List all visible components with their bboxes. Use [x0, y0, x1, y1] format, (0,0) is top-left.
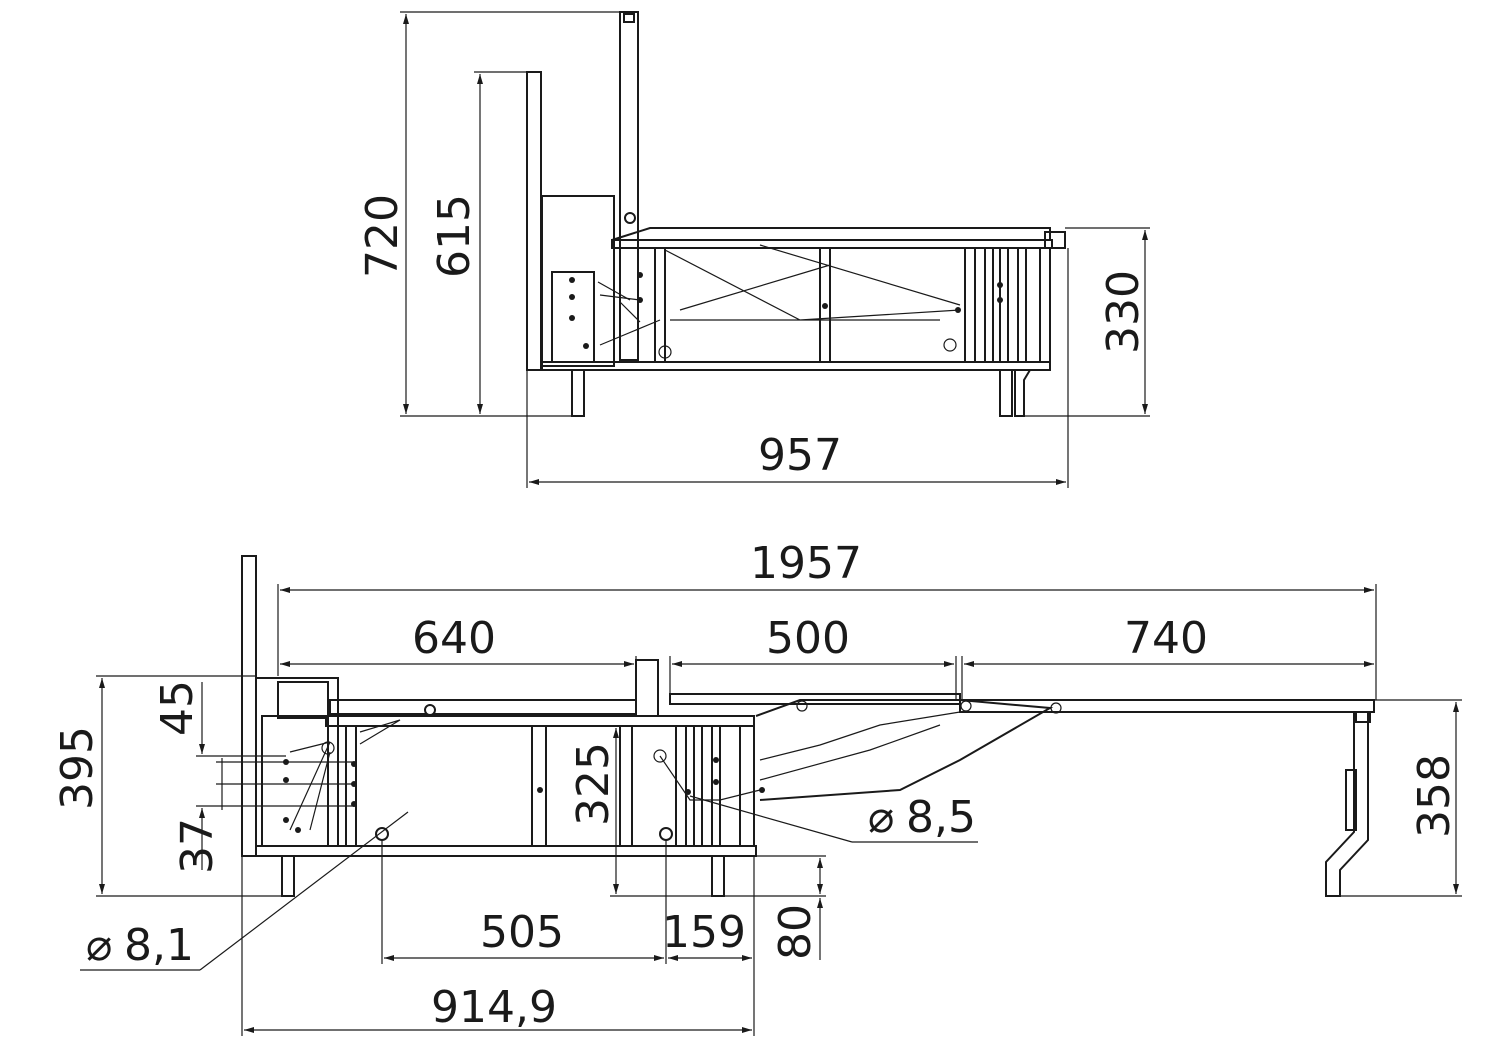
- dim-seat-height: 330: [1098, 270, 1149, 354]
- pivot-bolt: [624, 212, 636, 224]
- dim-frame-height: 395: [52, 726, 103, 810]
- dim-back-height: 615: [429, 194, 480, 278]
- dim-overall-height: 720: [357, 194, 408, 278]
- rear-post: [526, 71, 542, 371]
- top-view-dimensions: 720 615 330 957: [357, 11, 1150, 488]
- dim-leg-height: 80: [770, 904, 821, 960]
- seat-board: [611, 239, 1053, 249]
- hole-diameter-8-1: 8,1: [124, 920, 194, 971]
- backrest-panel: [619, 11, 639, 361]
- dim-inner-height: 325: [568, 742, 619, 826]
- front-leg-unfolded: [711, 855, 725, 897]
- folded-sofa-view: [526, 11, 1066, 417]
- hole-8-1: [375, 827, 389, 841]
- dim-overall-frame-length: 914,9: [431, 982, 557, 1033]
- hole-diameter-8-5-symbol: ⌀: [868, 792, 895, 843]
- rear-leg: [571, 369, 585, 417]
- bottom-view-dimensions: 1957 640 500 740 395 45 37 325: [52, 538, 1462, 1036]
- berth-right-section: [959, 699, 1375, 713]
- dim-section-middle: 500: [766, 613, 850, 664]
- backrest-panel-unfolded: [241, 555, 257, 857]
- base-frame-unfolded: [255, 845, 757, 857]
- base-frame: [541, 361, 1051, 371]
- rear-armrest-block: [541, 195, 615, 367]
- dim-offset-top: 45: [152, 680, 203, 736]
- dim-depth: 957: [758, 430, 842, 481]
- dim-section-right: 740: [1124, 613, 1208, 664]
- front-leg: [999, 369, 1013, 417]
- dim-leg-offset: 159: [662, 907, 746, 958]
- seat-board-left: [329, 699, 637, 715]
- dim-berth-height: 358: [1409, 754, 1460, 838]
- dim-unfolded-length: 1957: [750, 538, 862, 589]
- unfolded-bed-view: [241, 555, 1375, 897]
- dim-section-left: 640: [412, 613, 496, 664]
- dim-leg-spacing: 505: [480, 907, 564, 958]
- hole-diameter-8-5: 8,5: [906, 792, 976, 843]
- dim-offset-bottom: 37: [172, 818, 223, 874]
- hole-diameter-8-1-symbol: ⌀: [86, 920, 113, 971]
- rear-leg-unfolded: [281, 855, 295, 897]
